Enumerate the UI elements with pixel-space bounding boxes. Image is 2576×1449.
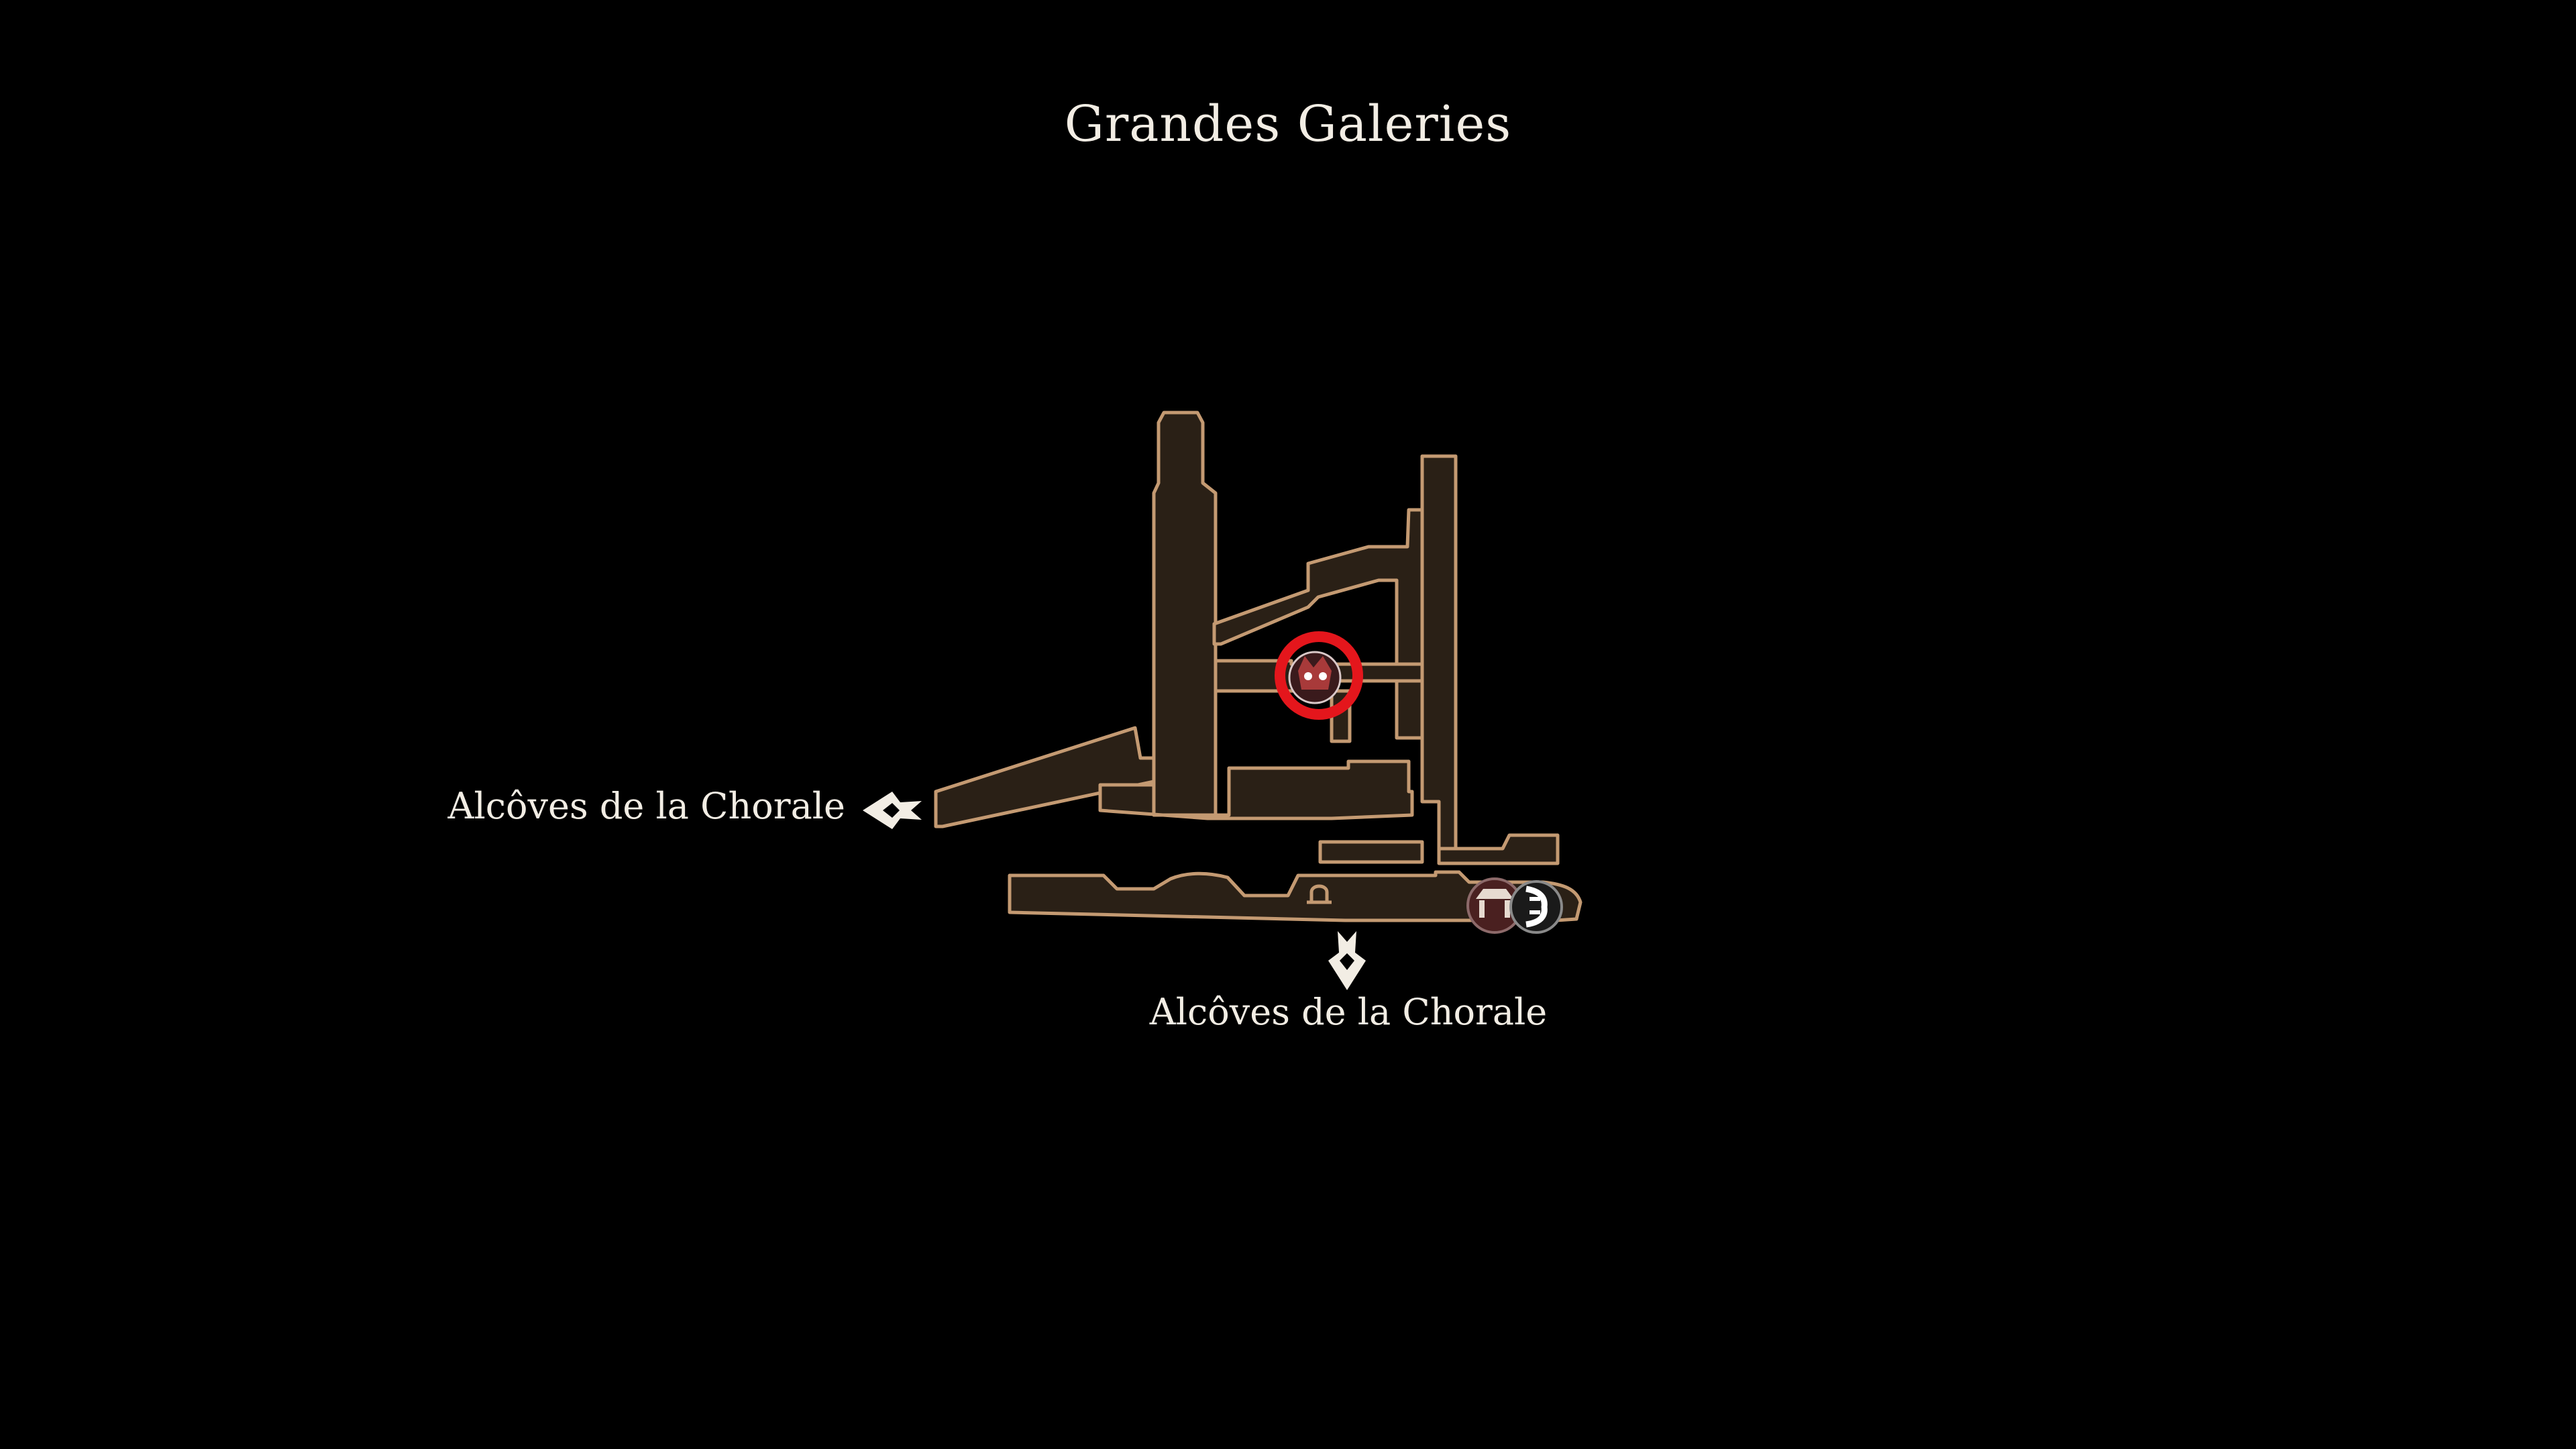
vendor-icon[interactable]: [1509, 880, 1563, 934]
exit-label-west[interactable]: Alcôves de la Chorale: [447, 785, 845, 827]
compass-arrow-icon[interactable]: [863, 792, 922, 829]
room-bottom-corridor: [1008, 870, 1582, 922]
bench-icon[interactable]: [1466, 877, 1523, 934]
bell-icon[interactable]: [1307, 884, 1332, 904]
room-east-tail: [1437, 833, 1560, 865]
room-lower-hall: [1098, 759, 1414, 820]
highlight-ring: [1275, 631, 1363, 720]
enemy-mask-icon: [1288, 651, 1342, 704]
area-title: Grandes Galeries: [1064, 95, 1512, 153]
room-tall-shaft-right: [1420, 454, 1458, 851]
room-west-slope: [934, 726, 1156, 828]
compass-arrow-icon[interactable]: [1328, 931, 1366, 990]
room-upper-stair: [1212, 508, 1424, 740]
map-rooms: [934, 411, 1582, 922]
enemy-marker[interactable]: [1275, 631, 1363, 720]
room-east-ledge: [1318, 840, 1424, 864]
room-tall-shaft-left: [1152, 411, 1218, 817]
exit-label-south[interactable]: Alcôves de la Chorale: [1149, 991, 1548, 1033]
